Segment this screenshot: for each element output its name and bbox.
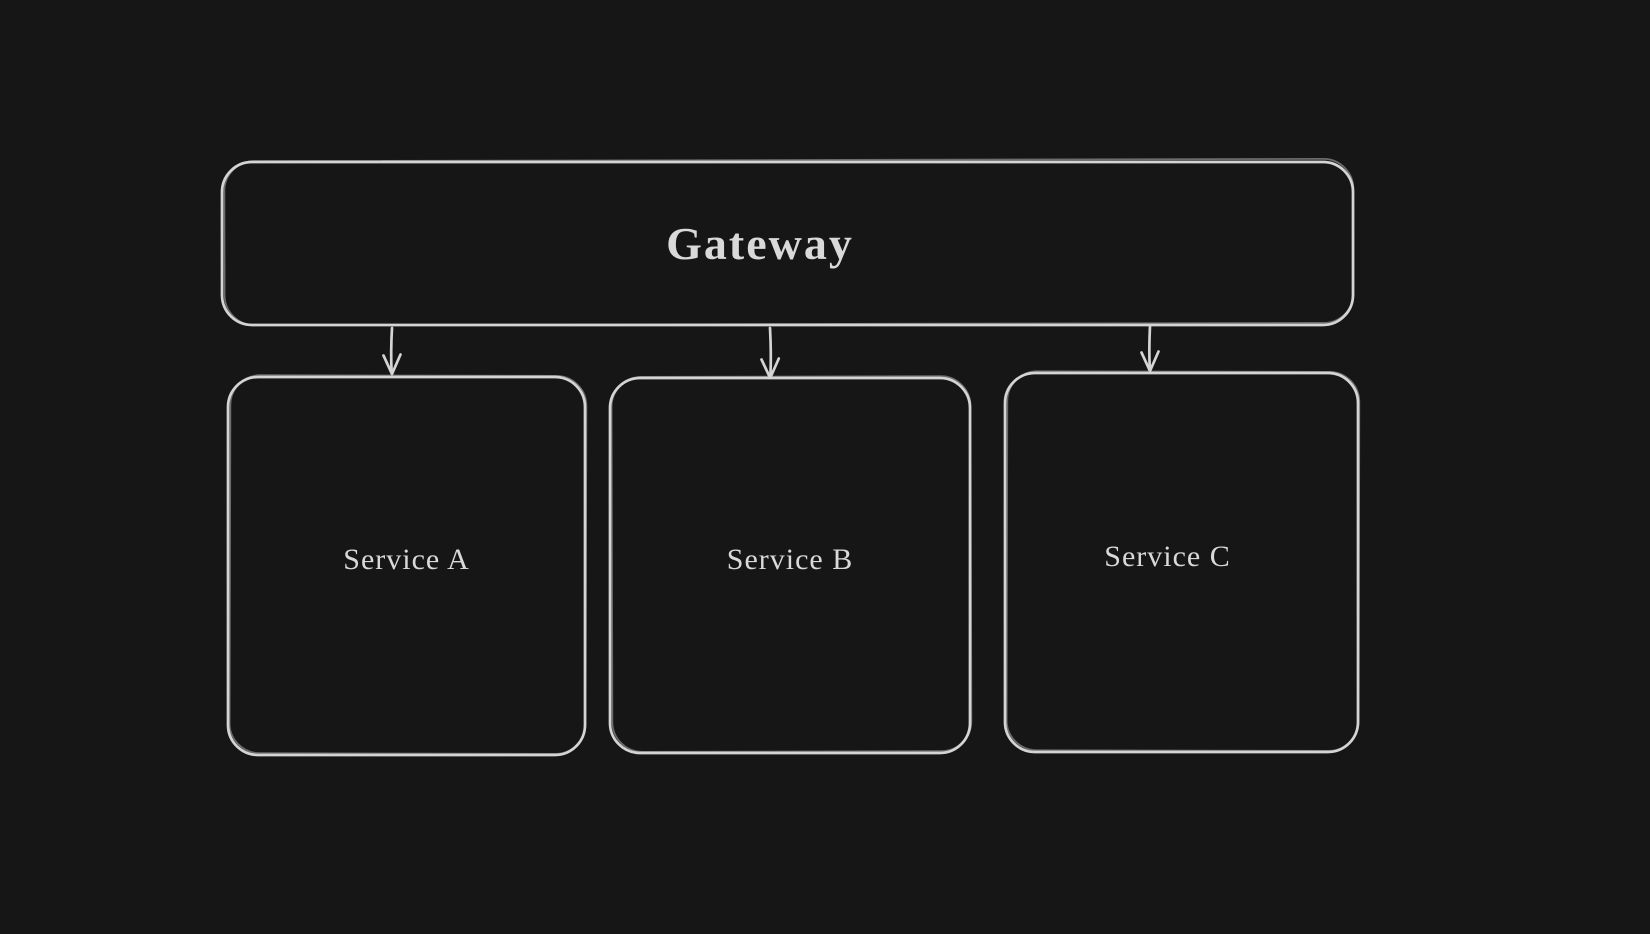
service-a-node-shape[interactable] [226, 374, 588, 757]
arrow-gateway-to-service-b[interactable] [760, 326, 781, 380]
gateway-node-shape[interactable] [220, 158, 1355, 327]
service-b-node-shape[interactable] [608, 375, 973, 755]
arrow-gateway-to-service-c[interactable] [1140, 324, 1160, 373]
service-c-node-shape[interactable] [1003, 370, 1361, 754]
arrow-gateway-to-service-a[interactable] [382, 326, 402, 376]
